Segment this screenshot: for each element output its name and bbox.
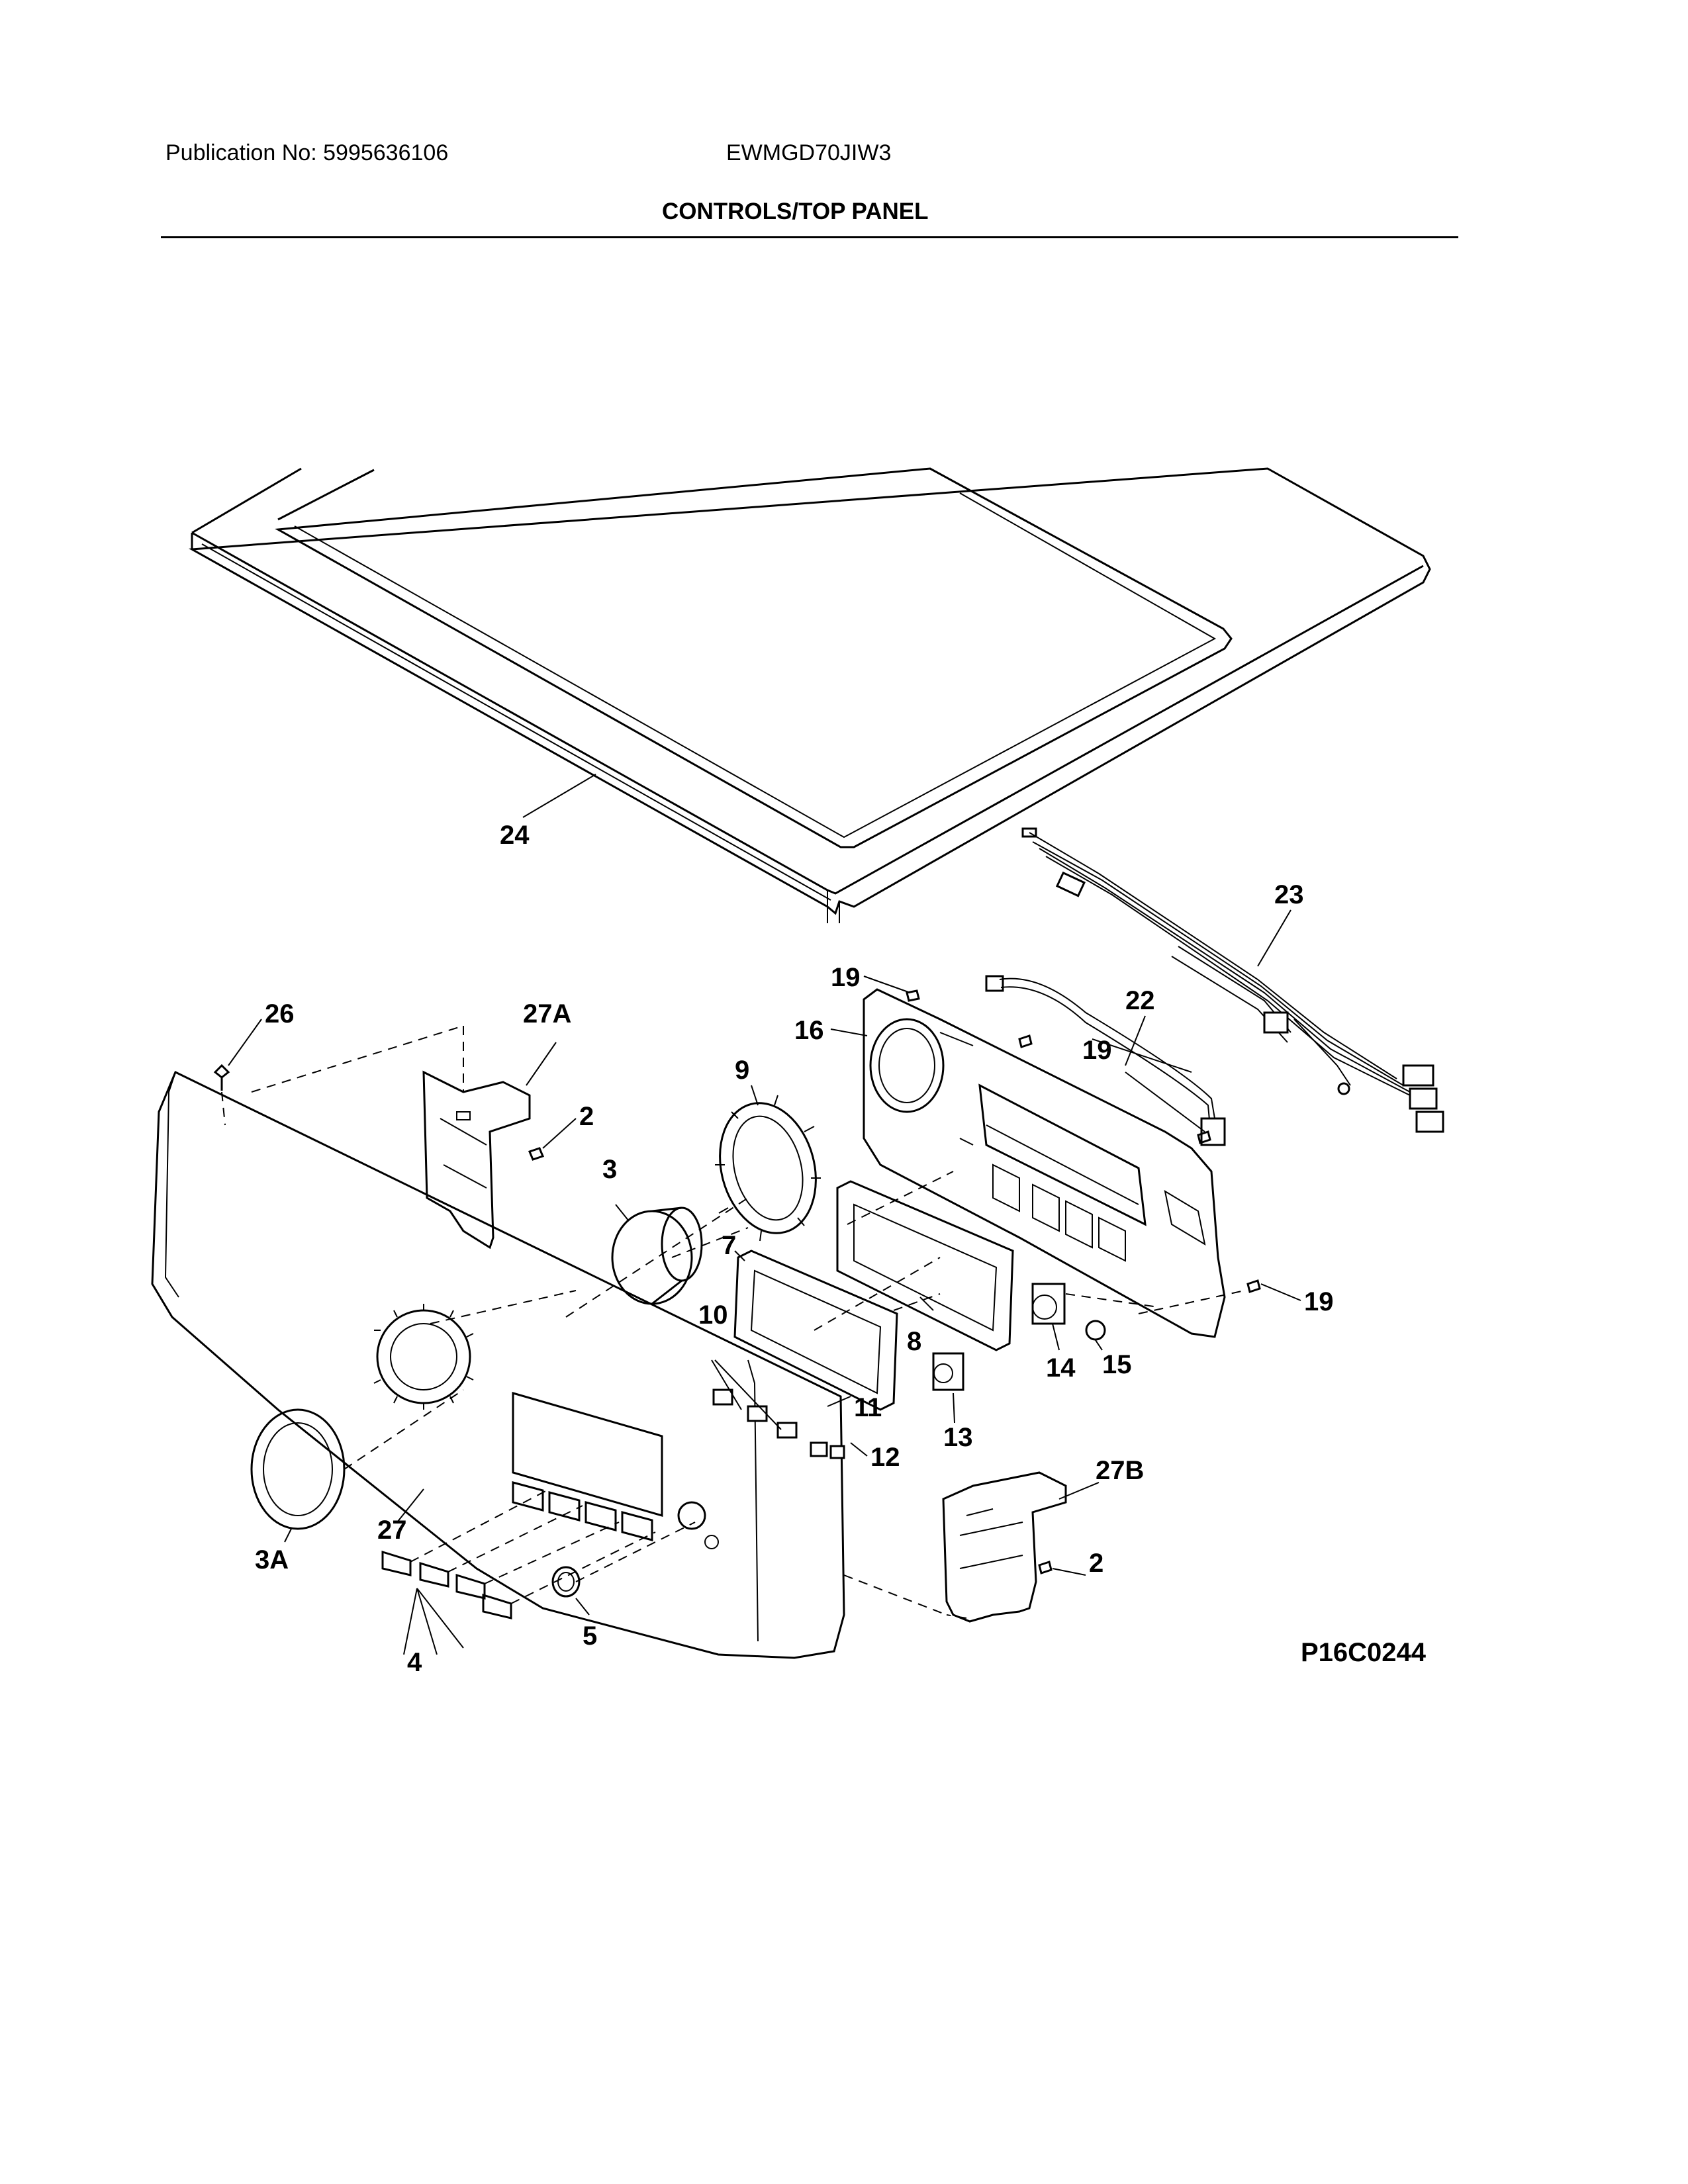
page-title: CONTROLS/TOP PANEL (662, 199, 929, 224)
callout-10: 10 (698, 1300, 728, 1330)
knob (611, 1206, 703, 1305)
callout-5: 5 (583, 1621, 597, 1651)
model-number: EWMGD70JIW3 (726, 140, 892, 165)
publication-number: Publication No: 5995636106 (165, 140, 449, 165)
callout-9: 9 (735, 1056, 749, 1085)
control-console (151, 1070, 845, 1659)
display-lens (836, 1180, 1014, 1351)
callout-27: 27 (377, 1516, 407, 1545)
assembly-lines (221, 1025, 1245, 1619)
callout-19-top: 19 (831, 963, 861, 992)
callout-4: 4 (407, 1648, 422, 1677)
bracket-left (422, 1070, 531, 1250)
callout-11: 11 (854, 1393, 882, 1422)
callout-19-middle: 19 (1082, 1036, 1112, 1065)
callout-7: 7 (722, 1231, 736, 1260)
callout-27a: 27A (523, 999, 571, 1028)
callout-2-left: 2 (579, 1102, 594, 1131)
callout-12: 12 (870, 1443, 900, 1472)
small-parts (213, 989, 1261, 1619)
callout-14: 14 (1046, 1353, 1076, 1383)
callout-3: 3 (602, 1155, 617, 1184)
callout-23: 23 (1274, 880, 1304, 909)
callout-15: 15 (1102, 1350, 1132, 1379)
callout-13: 13 (943, 1423, 973, 1452)
wire-harness (1021, 827, 1444, 1133)
callout-2-right: 2 (1089, 1549, 1103, 1578)
display-window (733, 1250, 898, 1411)
callout-19-right: 19 (1304, 1287, 1334, 1316)
callout-27b: 27B (1096, 1456, 1144, 1485)
figure-code: P16C0244 (1301, 1638, 1427, 1667)
callout-24: 24 (500, 821, 530, 850)
leader-lines (228, 774, 1301, 1655)
callout-8: 8 (907, 1327, 921, 1356)
top-panel (188, 467, 1431, 923)
callout-3a: 3A (255, 1545, 289, 1574)
header-rule (161, 236, 1458, 238)
callout-22: 22 (1125, 986, 1155, 1015)
callout-labels: 24 23 22 19 16 9 26 27A 2 3 7 8 10 11 12… (255, 821, 1427, 1677)
control-board (863, 988, 1226, 1338)
callout-26: 26 (265, 999, 295, 1028)
bracket-right (942, 1471, 1067, 1623)
callout-16: 16 (794, 1016, 824, 1045)
led-ring (715, 1095, 821, 1242)
